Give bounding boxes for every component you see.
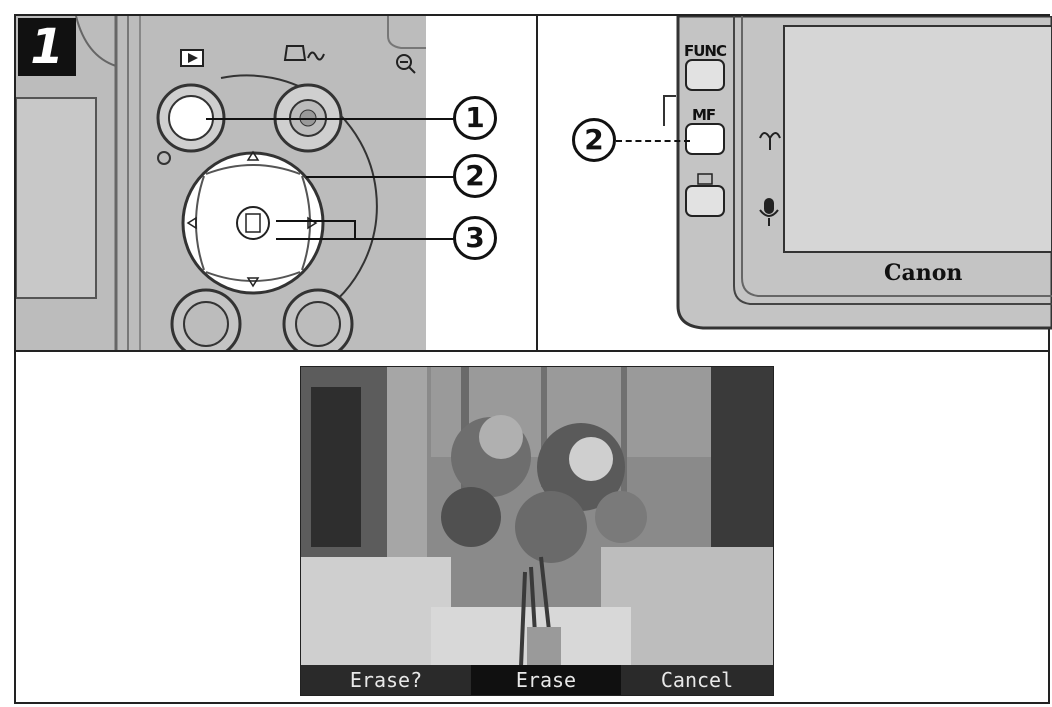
instruction-figure: 1 1 2 3	[14, 14, 1050, 704]
flower-photo	[301, 367, 773, 695]
callout-1-leader	[206, 118, 454, 120]
camera-back-drawing	[538, 16, 1052, 350]
cancel-option[interactable]: Cancel	[621, 665, 773, 695]
func-button-label: FUNC	[684, 42, 726, 60]
erase-prompt: Erase?	[301, 665, 471, 695]
callout-2-leader	[306, 176, 454, 178]
func-button	[686, 60, 724, 90]
callout-2: 2	[453, 154, 497, 198]
mf-button	[686, 124, 724, 154]
erase-confirmation-screen: Erase? Erase Cancel	[300, 366, 774, 696]
callout-mf-leader	[616, 140, 690, 142]
playback-icon	[181, 50, 203, 66]
lower-right-button	[284, 290, 352, 350]
callout-3-branch-vertical	[354, 220, 356, 240]
panel-divider-horizontal	[16, 350, 1048, 352]
callout-3: 3	[453, 216, 497, 260]
canon-logo: Canon	[884, 260, 962, 286]
set-button	[237, 207, 269, 239]
lower-left-button	[172, 290, 240, 350]
camera-back-panel: FUNC MF Canon 2	[538, 16, 1052, 350]
callout-1: 1	[453, 96, 497, 140]
callout-3-branch	[276, 220, 356, 222]
lcd-monitor	[784, 26, 1052, 252]
callout-3-leader	[276, 238, 454, 240]
step-number-badge: 1	[18, 18, 76, 76]
omni-selector	[183, 152, 323, 293]
callout-mf: 2	[572, 118, 616, 162]
erase-option[interactable]: Erase	[471, 665, 621, 695]
display-button	[686, 186, 724, 216]
mf-button-label: MF	[692, 106, 715, 124]
camera-controls-panel: 1 1 2 3	[16, 16, 536, 350]
erase-menu-bar: Erase? Erase Cancel	[301, 665, 773, 695]
